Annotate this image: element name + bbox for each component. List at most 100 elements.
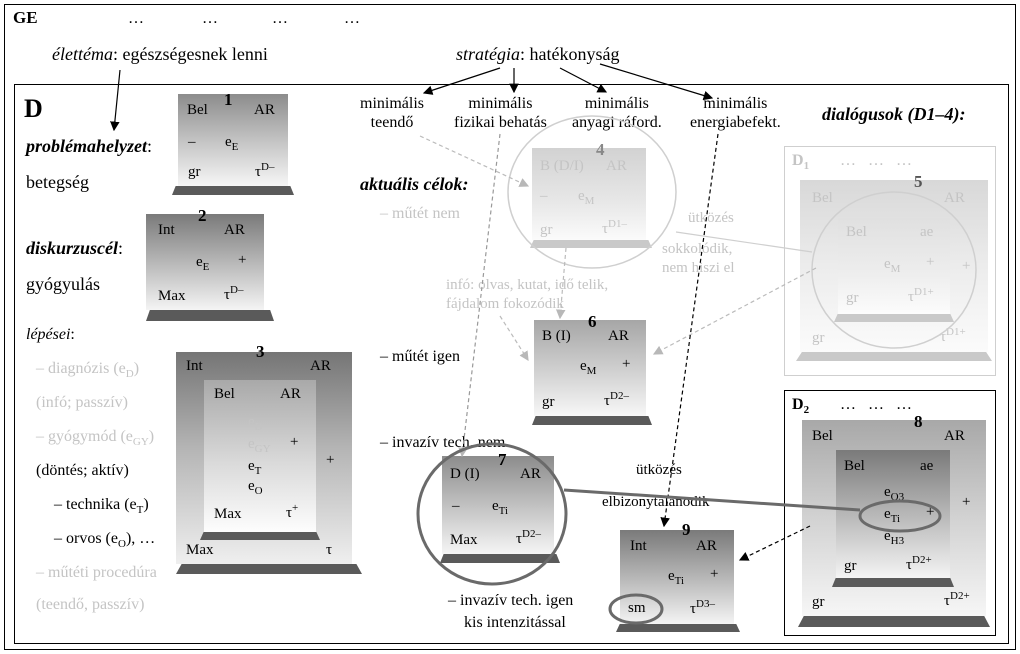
box-7-bottom-right: τD2–	[516, 528, 541, 548]
box-5-inner-bottom-right: τD1+	[908, 286, 934, 306]
box-6-mid-e: e	[580, 358, 587, 374]
box-8-tau-sup: D2+	[950, 590, 970, 602]
box-6-mid: eM	[580, 358, 596, 377]
step-gyogymod-sub: GY	[132, 436, 149, 449]
step-gyogymod: – gyógymód (eGY)	[36, 428, 154, 448]
problemahelyzet-label: problémahelyzet	[26, 136, 147, 156]
box-5-top-right: AR	[944, 190, 965, 206]
box-3-eGY-sub: GY	[254, 443, 271, 455]
box-8-eO3-e: e	[884, 484, 891, 500]
box-4-bottom-right: τD1–	[602, 218, 627, 238]
box-7-tau-sup: D2–	[522, 528, 541, 540]
info-text-line1: infó: olvas, kutat, idő telik,	[446, 277, 609, 293]
box-3-inner-tau: τ	[286, 505, 293, 521]
box-6-bottom-right: τD2–	[604, 390, 629, 410]
dashed-8-to-9	[738, 525, 811, 561]
box-5-inner: Bel ae eM + gr τD1+	[838, 218, 950, 314]
ge-dots-3: …	[272, 10, 288, 27]
problemahelyzet: problémahelyzet:	[26, 136, 152, 157]
dashed-teendo-to-4	[419, 135, 530, 187]
strategia-value: : hatékonyság	[520, 44, 620, 64]
box-1-tau-sup: D–	[261, 161, 275, 173]
box-5-inner-mid-e: e	[884, 256, 891, 272]
minimal-2-line2: fizikai behatás	[454, 114, 547, 131]
lepesei: lépései:	[26, 326, 75, 344]
box-3-eD-e: e	[248, 414, 255, 430]
box-9-tau-sup: D3–	[696, 598, 715, 610]
box-4-bottom-left: gr	[540, 222, 553, 238]
box-5-tau: τ	[940, 329, 947, 345]
box-1-tau: τ	[255, 164, 262, 180]
box-8-eTi-e: e	[884, 506, 891, 522]
box-1-number: 1	[224, 90, 233, 109]
d2-sub: 2	[803, 404, 810, 417]
box-8-inner-top-left: Bel	[844, 458, 865, 474]
box-3-inner-eGY: eGY	[248, 436, 271, 455]
box-8-inner-eH3: eH3	[884, 528, 904, 547]
box-3-eD-sub: D	[254, 421, 263, 433]
box-7-base	[440, 554, 560, 563]
box-5-inner-top-left: Bel	[846, 224, 867, 240]
box-5-top-left: Bel	[812, 190, 833, 206]
box-8: 8 Bel AR + gr τD2+ Bel ae eO3 eTi + eH3 …	[802, 412, 986, 616]
aktualis-celok: aktuális célok:	[360, 174, 469, 194]
minimal-1-line1: minimális	[360, 95, 424, 112]
box-6: 6 B (I) AR eM + gr τD2–	[534, 312, 646, 416]
info-text: infó: olvas, kutat, idő telik, fájdalom …	[446, 276, 608, 314]
d2-label: D2	[792, 396, 809, 416]
box-1-mid: eE	[225, 134, 238, 153]
box-8-eH3-e: e	[884, 528, 891, 544]
minimal-3: minimális anyagi ráford.	[572, 94, 662, 132]
utkozes-1: ütközés	[688, 210, 734, 226]
dashed-5-to-6	[652, 267, 817, 355]
goal-invaziv-igen: – invazív tech. igen	[448, 592, 574, 609]
box-1-minus: –	[188, 134, 196, 150]
box-9-top-left: Int	[630, 538, 647, 554]
box-4-mid-e: e	[578, 188, 585, 204]
strategia-text: stratégia: hatékonyság	[456, 44, 620, 65]
box-8-bottom-right: τD2+	[944, 590, 970, 610]
box-3-inner-plus: +	[290, 434, 299, 450]
box-3-outer-plus: +	[326, 452, 335, 468]
diskurzuscel-colon: :	[118, 238, 124, 258]
box-8-eTi-sub: Ti	[890, 513, 901, 525]
ellipse-eTi	[858, 499, 942, 533]
circle-box-5	[811, 191, 977, 349]
box-4-top-left: B (D/I)	[540, 158, 584, 174]
strategia-label: stratégia	[456, 44, 521, 64]
box-8-outer-plus: +	[962, 494, 971, 510]
box-7-top-left: D (I)	[450, 466, 480, 482]
box-4-tau-sup: D1–	[608, 218, 627, 230]
box-9-top-right: AR	[696, 538, 717, 554]
box-1-base	[172, 186, 294, 195]
sokkolodik-line1: sokkolódik,	[662, 241, 733, 257]
minimal-2: minimális fizikai behatás	[454, 94, 547, 132]
minimal-4-line1: minimális	[703, 95, 768, 112]
box-5-inner-tau-sup: D1+	[914, 286, 934, 298]
step-diagnozis-end: )	[133, 360, 140, 377]
sokkolodik: sokkolódik, nem hiszi el	[662, 240, 734, 278]
d-label: D	[24, 94, 43, 123]
d1-label: D1	[792, 152, 809, 172]
box-9-mid: eTi	[668, 568, 684, 587]
box-5-outer-plus: +	[962, 258, 971, 274]
box-8-inner-plus: +	[926, 504, 935, 520]
box-2-mid-sub: E	[202, 261, 210, 273]
dashed-energia-to-9	[660, 133, 719, 528]
utkozes-2: ütközés	[636, 462, 682, 478]
box-9-number: 9	[682, 520, 691, 539]
box-2-plus: +	[238, 252, 247, 268]
box-2-tau: τ	[224, 287, 231, 303]
box-6-mid-sub: M	[586, 365, 597, 377]
step-dontes: (döntés; aktív)	[36, 462, 129, 479]
box-7-minus: –	[452, 498, 460, 514]
box-8-top-right: AR	[944, 428, 965, 444]
box-8-inner: Bel ae eO3 eTi + eH3 gr τD2+	[836, 450, 950, 578]
minimal-4-line2: energiabefekt.	[690, 114, 781, 131]
box-1-bottom-right: τD–	[255, 161, 274, 181]
minimal-3-line1: minimális	[584, 95, 649, 112]
ge-dots-2: …	[202, 10, 218, 27]
step-gyogymod-text: – gyógymód (e	[36, 428, 133, 445]
box-5-inner-top-right: ae	[920, 224, 934, 240]
box-9-tau: τ	[690, 601, 697, 617]
